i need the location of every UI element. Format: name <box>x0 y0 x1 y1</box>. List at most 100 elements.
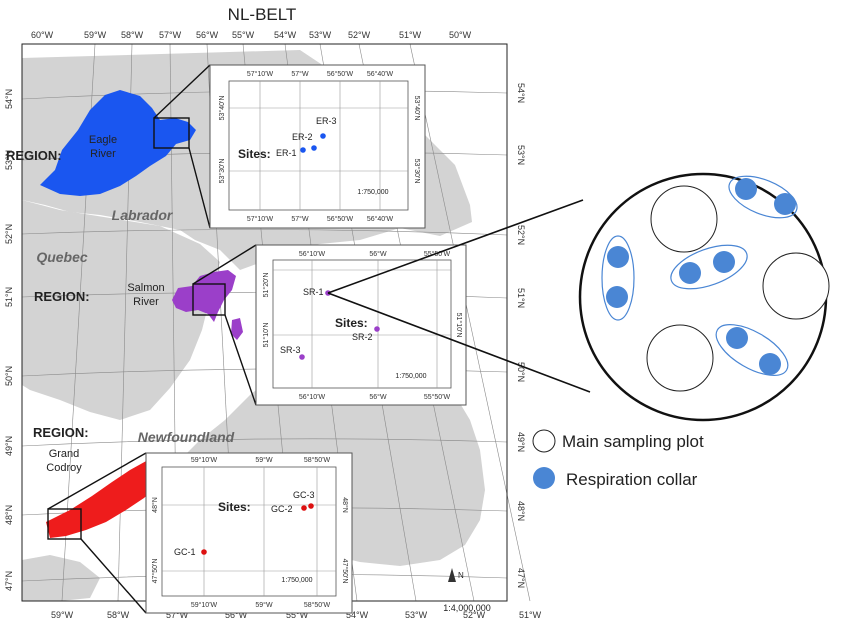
longitude-label: 58°W <box>107 610 130 620</box>
inset-tick: 56°W <box>369 393 387 401</box>
landmass-quebec <box>22 200 220 420</box>
svg-text:N: N <box>458 571 464 580</box>
region-heading-grand-codroy: REGION: <box>33 425 89 440</box>
site-marker-er-2 <box>311 145 317 151</box>
longitude-label: 55°W <box>286 610 309 620</box>
inset-tick: 59°10'W <box>191 456 218 464</box>
collar-pair-outline <box>715 324 789 376</box>
longitude-label: 52°W <box>463 610 486 620</box>
zoom-connector-plot-top <box>327 199 584 294</box>
latitude-label: 53°N <box>4 150 14 170</box>
place-label-quebec: Quebec <box>36 249 88 265</box>
inset-tick: 53°30'N <box>413 159 421 184</box>
inset-tick: 56°10'W <box>299 250 326 258</box>
landmass-nova-scotia <box>22 555 100 601</box>
inset-scale: 1:750,000 <box>357 189 388 196</box>
latitude-label: 54°N <box>4 89 14 109</box>
region-name-salmon-river-1: Salmon <box>127 282 164 294</box>
site-label-er-1: ER-1 <box>276 148 297 158</box>
respiration-collar <box>726 327 748 349</box>
inset-tick: 48°N <box>151 497 159 513</box>
inset-scale: 1:750,000 <box>395 373 426 380</box>
zoom-box-grand-codroy <box>47 508 82 540</box>
inset-tick: 51°10'N <box>455 313 463 338</box>
inset-tick: 56°50'W <box>327 70 354 78</box>
inset-tick: 51°10'N <box>262 323 270 348</box>
longitude-label: 55°W <box>232 30 255 40</box>
inset-tick: 47°50'N <box>341 559 349 584</box>
inset-tick: 53°30'N <box>218 159 226 184</box>
sites-label: Sites: <box>238 147 271 161</box>
site-marker-sr-2 <box>374 326 380 332</box>
inset-tick: 57°10'W <box>247 70 274 78</box>
inset-inner-frame <box>228 80 409 211</box>
legend: Main sampling plot Respiration collar <box>532 429 704 489</box>
respiration-collar <box>679 262 701 284</box>
respiration-collar <box>735 178 757 200</box>
inset-tick: 56°40'W <box>367 215 394 223</box>
latitude-label: 48°N <box>4 505 14 525</box>
inset-scale: 1:750,000 <box>281 577 312 584</box>
latitude-label: 52°N <box>516 225 526 245</box>
region-salmon-river-shape-2 <box>231 318 243 340</box>
inset-tick: 58°50'W <box>304 456 331 464</box>
inset-frame <box>209 64 426 229</box>
north-arrow-icon: N <box>448 568 464 582</box>
main-plot-circle <box>762 252 830 320</box>
site-marker-er-3 <box>320 133 326 139</box>
main-map-scale: 1:4,000,000 <box>443 603 491 613</box>
inset-frame <box>255 244 467 406</box>
inset-tick: 56°10'W <box>299 393 326 401</box>
site-label-er-3: ER-3 <box>316 116 337 126</box>
sampling-plot-diagram <box>578 172 830 422</box>
inset-tick: 56°W <box>369 250 387 258</box>
region-heading-salmon-river: REGION: <box>34 289 90 304</box>
inset-inner-frame <box>272 259 452 389</box>
inset-tick: 53°40'N <box>218 96 226 121</box>
right-latitude-labels: 54°N53°N52°N51°N50°N49°N48°N47°N <box>516 83 526 588</box>
longitude-label: 54°W <box>346 610 369 620</box>
inset-tick: 59°W <box>255 456 273 464</box>
longitude-label: 58°W <box>121 30 144 40</box>
place-label-labrador: Labrador <box>112 207 174 223</box>
latitude-label: 51°N <box>516 288 526 308</box>
site-label-sr-1: SR-1 <box>303 287 324 297</box>
region-salmon-river-shape <box>172 270 236 322</box>
latitude-label: 50°N <box>516 362 526 382</box>
site-label-gc-2: GC-2 <box>271 504 293 514</box>
site-marker-gc-2 <box>301 505 307 511</box>
latitude-label: 47°N <box>516 568 526 588</box>
region-name-grand-codroy-1: Grand <box>49 448 80 460</box>
region-name-salmon-river-2: River <box>133 296 159 308</box>
collar-pair-outline <box>670 244 748 290</box>
region-grand-codroy-shape <box>46 458 170 538</box>
longitude-label: 57°W <box>166 610 189 620</box>
legend-main-plot-icon <box>532 429 556 453</box>
collar-pair-outline <box>601 235 635 321</box>
latitude-label: 49°N <box>516 432 526 452</box>
longitude-label: 59°W <box>84 30 107 40</box>
inset-tick: 58°50'W <box>304 601 331 609</box>
respiration-collar <box>607 246 629 268</box>
sites-label: Sites: <box>218 500 251 514</box>
longitude-label: 53°W <box>405 610 428 620</box>
legend-collar-icon <box>533 467 555 489</box>
longitude-label: 52°W <box>348 30 371 40</box>
zoom-connector-plot-bottom <box>327 292 591 393</box>
respiration-collar <box>713 251 735 273</box>
site-label-sr-3: SR-3 <box>280 345 301 355</box>
figure-title: NL-BELT <box>228 5 297 24</box>
longitude-label: 60°W <box>31 30 54 40</box>
longitude-label: 53°W <box>309 30 332 40</box>
region-heading-eagle-river: REGION: <box>6 148 62 163</box>
latitude-label: 49°N <box>4 436 14 456</box>
site-marker-gc-1 <box>201 549 207 555</box>
region-eagle-river-shape <box>40 90 196 196</box>
site-marker-er-1 <box>300 147 306 153</box>
inset-tick: 47°50'N <box>151 559 159 584</box>
main-plot-circle <box>646 324 714 392</box>
longitude-label: 54°W <box>274 30 297 40</box>
